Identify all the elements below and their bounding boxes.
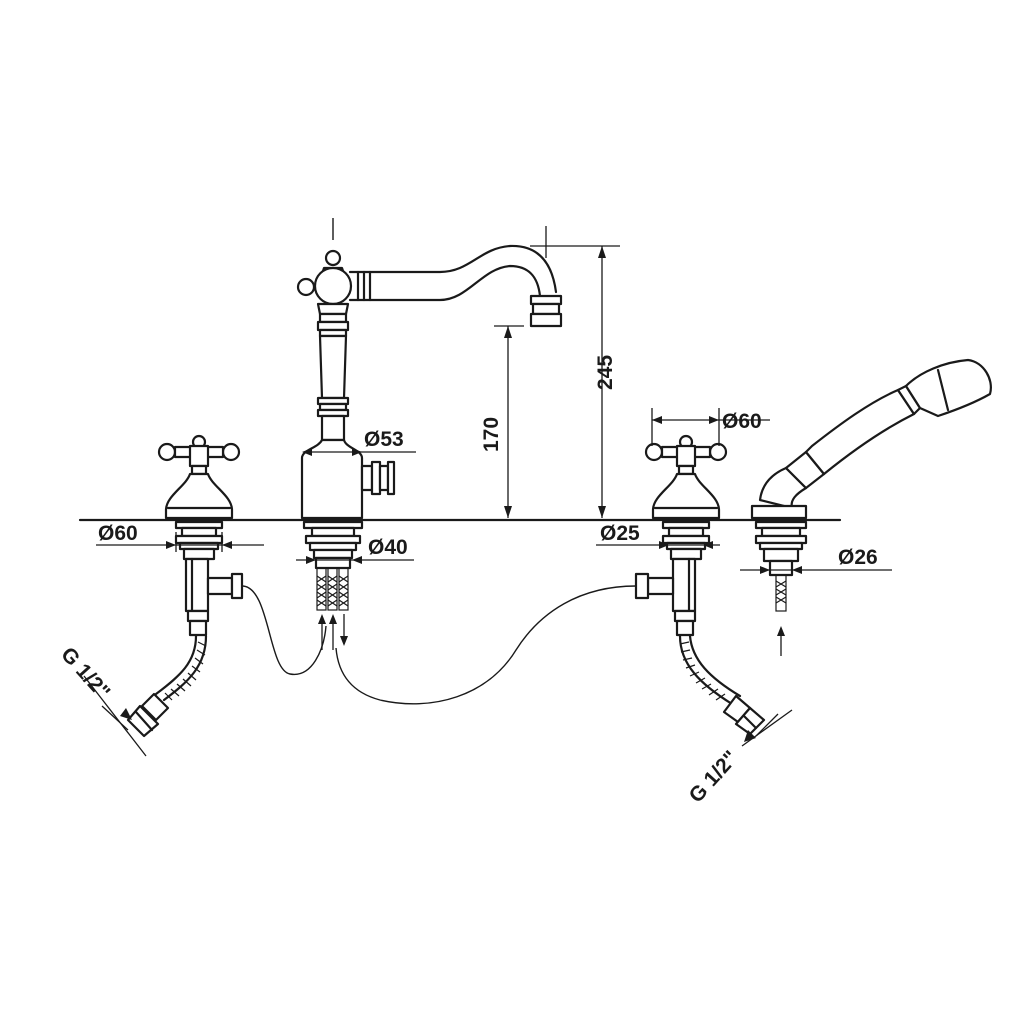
dimension-right-valve	[651, 408, 770, 446]
left-valve-assembly	[126, 434, 244, 738]
label-dia-left-valve: Ø60	[98, 522, 138, 545]
spout-supply-tubes	[316, 567, 349, 611]
dimension-total-height	[530, 226, 620, 518]
dimension-spout-body	[302, 448, 416, 456]
label-thread-left: G 1/2"	[56, 643, 114, 704]
dimension-spout-base	[296, 556, 414, 564]
dimension-left-thread	[83, 675, 147, 757]
label-dia-shower-base: Ø26	[838, 546, 878, 569]
label-dia-spout-body: Ø53	[364, 428, 404, 451]
left-connection-hose	[241, 585, 327, 675]
dimension-shower-base	[740, 566, 892, 574]
label-height-outlet: 170	[480, 417, 503, 452]
right-valve-assembly	[634, 434, 766, 736]
label-dia-spout-base: Ø40	[368, 536, 408, 559]
label-height-total: 245	[594, 355, 617, 390]
label-thread-right: G 1/2"	[685, 746, 743, 807]
right-connection-hose	[335, 585, 637, 705]
dimension-right-shank	[596, 541, 720, 549]
hand-shower-assembly	[750, 358, 992, 656]
spout-assembly	[296, 218, 563, 650]
label-dia-right-valve: Ø60	[722, 410, 762, 433]
dimension-right-thread	[741, 709, 793, 747]
dimension-left-valve	[96, 532, 264, 552]
label-dia-right-shank: Ø25	[600, 522, 640, 545]
dimension-outlet-height	[494, 325, 524, 518]
